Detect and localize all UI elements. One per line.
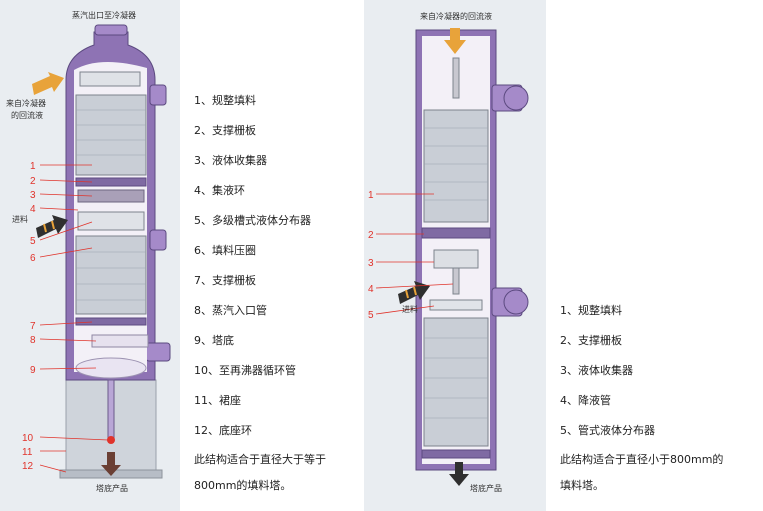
callout-1: 1: [30, 161, 36, 172]
right-legend: 1、规整填料 2、支撑栅板 3、液体收集器 4、降液管 5、管式液体分布器 此结…: [560, 296, 723, 498]
legend-item: 8、蒸汽入口管: [194, 304, 267, 317]
reflux-inlet-arrow: [444, 28, 466, 54]
callout-10: 10: [22, 433, 34, 444]
liquid-collector: [77, 189, 145, 203]
legend-item: 10、至再沸器循环管: [194, 364, 296, 377]
right-feed-label: 进料: [402, 304, 418, 314]
legend-item: 2、支撑栅板: [194, 124, 256, 137]
legend-item: 12、底座环: [194, 424, 252, 437]
callout-11: 11: [22, 447, 33, 458]
upper-packing: [423, 109, 489, 223]
callout-4: 4: [368, 284, 374, 295]
callout-3: 3: [30, 190, 36, 201]
legend-item: 11、裙座: [194, 394, 241, 407]
bottoms-arrow: [449, 462, 469, 486]
feed-arrow: [36, 215, 68, 238]
callout-1: 1: [368, 190, 374, 201]
lower-packing: [423, 317, 489, 447]
reboiler-return-nozzle: [107, 436, 115, 444]
callout-8: 8: [30, 335, 36, 346]
legend-item: 4、集液环: [194, 184, 245, 197]
callout-6: 6: [30, 253, 36, 264]
legend-item: 3、液体收集器: [560, 364, 633, 377]
left-legend: 1、规整填料 2、支撑栅板 3、液体收集器 4、集液环 5、多级槽式液体分布器 …: [194, 86, 326, 498]
legend-item: 7、支撑栅板: [194, 274, 256, 287]
vapor-outlet-nozzle: [94, 24, 128, 36]
legend-item: 1、规整填料: [194, 94, 256, 107]
left-top-label: 蒸汽出口至冷凝器: [72, 10, 136, 20]
reflux-distributor: [79, 71, 141, 87]
left-bottoms-label: 塔底产品: [96, 483, 128, 493]
callout-3: 3: [368, 258, 374, 269]
left-reflux-label-line1: 来自冷凝器: [6, 98, 46, 108]
callout-2: 2: [30, 176, 36, 187]
reflux-distributor-pipe: [452, 57, 460, 99]
legend-item: 1、规整填料: [560, 304, 622, 317]
feed-arrow: [398, 281, 430, 304]
legend-item: 5、管式液体分布器: [560, 424, 655, 437]
left-label-layer: 蒸汽出口至冷凝器 来自冷凝器 的回流液 进料 塔底产品 1 2 3 4 5 6 …: [6, 10, 136, 493]
callout-4: 4: [30, 204, 36, 215]
right-top-label: 来自冷凝器的回流液: [420, 11, 492, 21]
legend-item: 2、支撑栅板: [560, 334, 622, 347]
trough-distributor: [77, 211, 145, 231]
legend-item: 4、降液管: [560, 394, 611, 407]
callout-7: 7: [30, 321, 36, 332]
legend-item: 3、液体收集器: [194, 154, 267, 167]
lower-packing: [75, 235, 147, 315]
legend-item: 5、多级槽式液体分布器: [194, 214, 311, 227]
right-diagram-panel: 来自冷凝器的回流液 进料 塔底产品 1 2 3 4 5: [364, 0, 546, 511]
upper-packing: [75, 94, 147, 176]
right-column-illustration: [375, 28, 529, 486]
downcomer: [452, 267, 460, 295]
right-bottoms-label: 塔底产品: [470, 483, 502, 493]
left-diagram-panel: 蒸汽出口至冷凝器 来自冷凝器 的回流液 进料 塔底产品 1 2 3 4 5 6 …: [0, 0, 180, 511]
left-feed-label: 进料: [12, 214, 28, 224]
legend-item: 9、塔底: [194, 334, 234, 347]
flange-bottom: [503, 289, 529, 315]
callout-5: 5: [30, 236, 36, 247]
right-label-layer: 来自冷凝器的回流液 进料 塔底产品 1 2 3 4 5: [368, 11, 502, 493]
callout-2: 2: [368, 230, 374, 241]
left-column-illustration: [32, 24, 171, 479]
right-note-line2: 填料塔。: [560, 479, 604, 492]
side-nozzle-top: [149, 84, 167, 106]
pipe-distributor: [429, 299, 483, 311]
left-note-line2: 800mm的填料塔。: [194, 479, 292, 492]
left-note-line1: 此结构适合于直径大于等于: [194, 453, 326, 466]
reflux-inlet-arrow: [32, 72, 64, 95]
bottom-support-grid: [421, 449, 491, 459]
callout-12: 12: [22, 461, 34, 472]
right-note-line1: 此结构适合于直径小于800mm的: [560, 453, 724, 466]
left-reflux-label-line2: 的回流液: [11, 110, 43, 120]
callout-5: 5: [368, 310, 374, 321]
support-grid-upper: [75, 177, 147, 187]
callout-9: 9: [30, 365, 36, 376]
bottoms-arrow: [101, 452, 121, 476]
legend-item: 6、填料压圈: [194, 244, 256, 257]
flange-top: [503, 85, 529, 111]
side-nozzle-mid: [149, 229, 167, 251]
support-grid: [421, 227, 491, 239]
support-grid-lower: [75, 317, 147, 326]
